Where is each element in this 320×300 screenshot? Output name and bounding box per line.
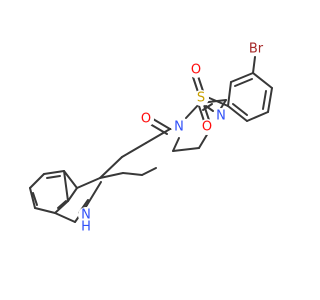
bond [29,187,36,209]
bond [54,212,76,223]
bond [234,78,253,87]
bromine-label: Br [249,42,264,57]
oxygen-carbonyl: O [138,111,154,127]
oxygen-sulfonyl-bottom-label: O [202,120,212,135]
bond [149,123,168,135]
oxygen-sulfonyl-top-label: O [191,63,201,78]
nitrogen-sulfonyl-label: N [216,109,226,124]
bond [185,102,201,119]
chemical-structure: O N N S O O Br N [29,42,273,235]
bond [76,177,101,189]
nitrogen-indole-label: N [81,208,91,223]
bond [99,172,124,179]
bond [267,87,273,113]
oxygen-sulfonyl-bottom: O [199,119,215,135]
hydrogen-indole-label: H [81,220,91,235]
bond [121,142,147,158]
bond [252,72,273,89]
bond [32,192,38,206]
bond [34,207,56,214]
bond [29,173,45,189]
bond [172,147,200,152]
bond [86,181,102,206]
bond [230,72,254,83]
bond [172,137,180,152]
nitrogen-sulfonyl: N [213,108,229,124]
bond [99,156,123,179]
nitrogen-amide: N [171,119,187,135]
bond [67,187,78,202]
bond [262,90,267,110]
bond [63,170,69,202]
bond [141,167,157,176]
bromine: Br [245,42,267,57]
sulfur-label: S [197,91,205,106]
bond [46,175,61,179]
bond [43,170,65,175]
bond [232,103,248,116]
bond [227,81,232,107]
nitrogen-indole: N [78,207,94,223]
bond [63,170,78,189]
bond [152,118,171,130]
hydrogen-indole: H [79,220,93,235]
oxygen-carbonyl-label: O [141,112,151,127]
bond [203,104,210,121]
bond [122,172,143,176]
oxygen-sulfonyl-top: O [188,62,204,78]
atom-labels: O N N S O O Br N [78,42,267,235]
bond [197,75,204,92]
bond [145,128,171,144]
bond [252,56,256,74]
bond [57,200,67,209]
bonds [29,56,273,223]
bond [198,105,205,122]
bond [206,96,229,107]
bond [227,105,248,122]
bond [246,111,269,122]
bond [54,200,69,214]
nitrogen-amide-label: N [174,120,184,135]
sulfur: S [193,90,209,106]
bond [192,76,199,93]
molecule-canvas: O N N S O O Br N [29,42,273,235]
